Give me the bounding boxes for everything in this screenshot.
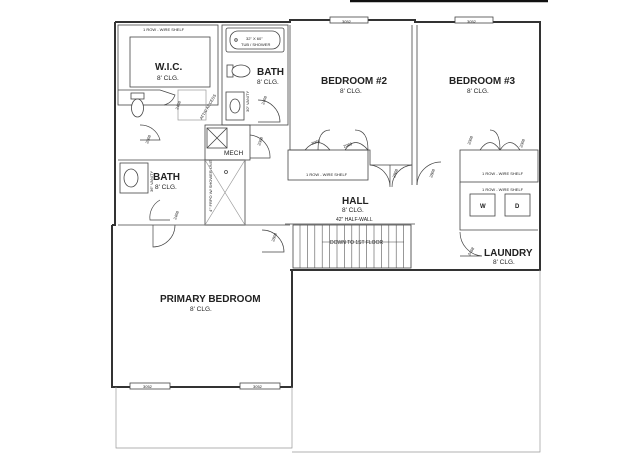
- room-ceiling-bath-left: 8' CLG.: [155, 184, 177, 191]
- room-ceiling-bedroom3: 8' CLG.: [467, 88, 489, 95]
- laundry-shelf-label: 1 ROW - WIRE SHELF: [482, 187, 524, 192]
- door-label: 2468: [172, 210, 180, 221]
- room-name-bedroom3: BEDROOM #3: [449, 76, 516, 87]
- windows: [129, 16, 494, 390]
- door-label: 2068: [466, 135, 474, 146]
- toilet-icon: [130, 92, 145, 118]
- sink-icon: [119, 162, 149, 194]
- sink-icon: [225, 91, 245, 121]
- window-label: 3052: [253, 384, 263, 389]
- room-name-wic: W.I.C.: [155, 62, 182, 73]
- stair-treads: [299, 225, 412, 268]
- door-label: 2068: [311, 138, 322, 146]
- door-label: 2868: [391, 168, 399, 179]
- stairs-label: DOWN TO 1ST FLOOR: [330, 240, 383, 246]
- room-name-bath-left: BATH: [153, 172, 180, 183]
- room-ceiling-laundry: 8' CLG.: [493, 259, 515, 266]
- window-primary-1: [129, 382, 171, 390]
- room-ceiling-hall: 8' CLG.: [342, 207, 364, 214]
- room-ceiling-bath-top: 8' CLG.: [257, 79, 279, 86]
- half-wall-label: 42" HALF-WALL: [336, 217, 373, 223]
- room-name-mech: MECH: [224, 150, 243, 157]
- door-label: 2468: [467, 246, 476, 257]
- room-name-hall: HALL: [342, 196, 369, 207]
- bathroom-fixtures: [119, 27, 285, 226]
- room-name-primary: PRIMARY BEDROOM: [160, 294, 261, 305]
- door-label: 2068: [518, 138, 526, 149]
- window-label: 3052: [467, 19, 477, 24]
- door-label: 2068: [256, 136, 264, 147]
- washer-label: W: [480, 204, 486, 210]
- door-swings: [139, 89, 521, 257]
- vanity-left-label: 36" VANITY: [149, 171, 154, 192]
- room-ceiling-primary: 8' CLG.: [190, 306, 212, 313]
- window-label: 3052: [143, 384, 153, 389]
- room-name-laundry: LAUNDRY: [484, 248, 533, 259]
- wic-shelf-label: 1 ROW - WIRE SHELF: [143, 27, 185, 32]
- shower-label: 4'" FRPO W/ SHOWER UNIT: [208, 159, 213, 212]
- tub-sub-label: TUB / SHOWER: [241, 42, 270, 47]
- window-bedroom2: [329, 16, 369, 24]
- window-bedroom3: [454, 16, 494, 24]
- exterior-walls: [111, 19, 541, 453]
- door-label: 2468: [174, 100, 182, 111]
- toilet-icon: [226, 64, 251, 78]
- room-name-bath-top: BATH: [257, 67, 284, 78]
- door-label: 2068: [343, 141, 354, 149]
- attic-label: ATTIC ACCESS: [199, 93, 218, 121]
- room-name-bedroom2: BEDROOM #2: [321, 76, 388, 87]
- room-ceiling-bedroom2: 8' CLG.: [340, 88, 362, 95]
- bedroom2-shelf-label: 1 ROW - WIRE SHELF: [306, 172, 348, 177]
- bedroom3-shelf-label: 1 ROW - WIRE SHELF: [482, 171, 524, 176]
- door-label: 2468: [260, 95, 268, 106]
- vanity-top-label: 30" VANITY: [245, 91, 250, 112]
- window-primary-2: [239, 382, 281, 390]
- window-label: 3052: [342, 19, 352, 24]
- door-label: 2068: [144, 134, 152, 145]
- room-ceiling-wic: 8' CLG.: [157, 75, 179, 82]
- tub-label: 32" X 60": [246, 36, 263, 41]
- dryer-label: D: [515, 204, 520, 210]
- door-label: 2868: [270, 232, 278, 243]
- door-label: 2868: [428, 168, 436, 179]
